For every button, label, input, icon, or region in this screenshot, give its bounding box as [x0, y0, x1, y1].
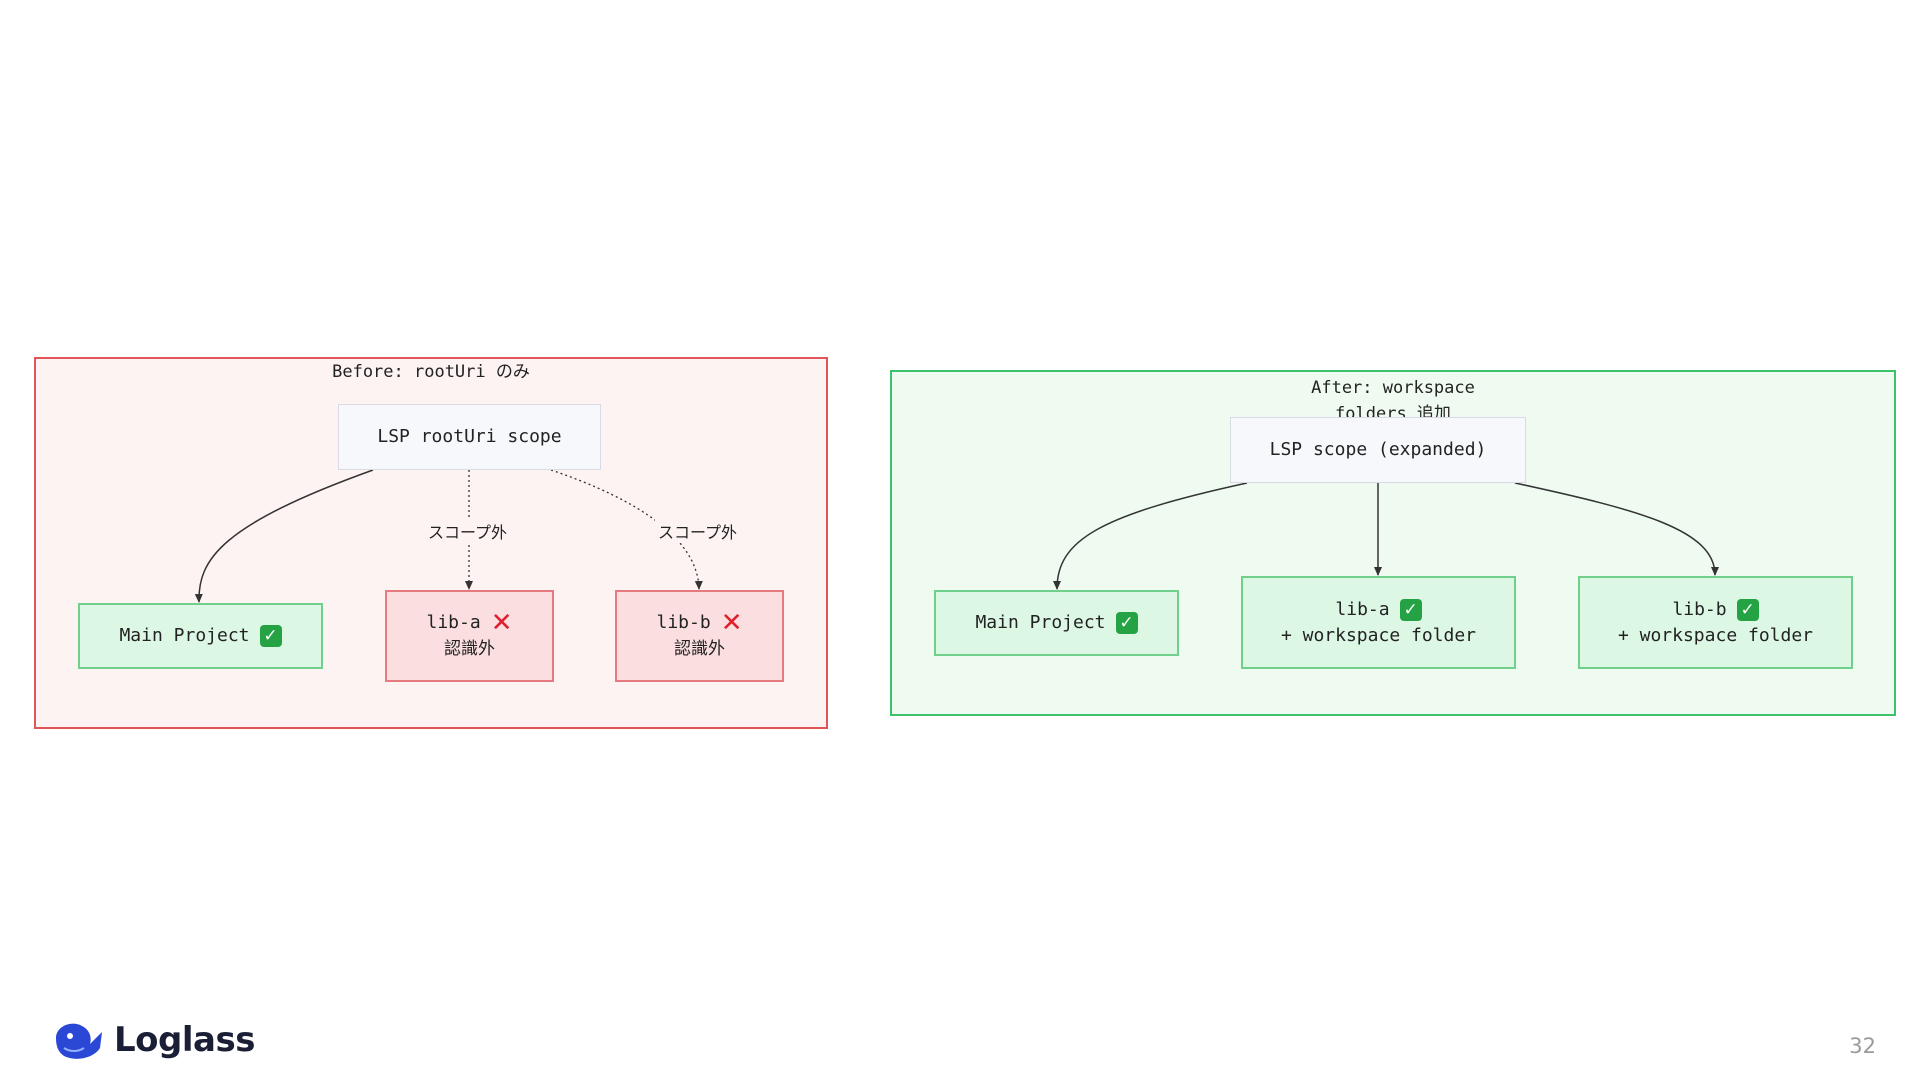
brand-logo: Loglass — [50, 1018, 255, 1062]
before-lib-b-node: lib-b ✕ 認識外 — [615, 590, 784, 682]
before-main-label: Main Project — [119, 625, 250, 646]
check-mark-icon: ✓ — [1736, 598, 1759, 621]
edge-after-main — [1053, 482, 1248, 590]
before-edge-label-lib-b: スコープ外 — [655, 519, 741, 543]
page-number: 32 — [1849, 1034, 1876, 1058]
after-lib-a-label: lib-a — [1335, 598, 1390, 620]
before-main-project-node: Main Project ✓ — [78, 603, 323, 669]
before-lib-b-label: lib-b — [656, 612, 711, 633]
after-scope-label: LSP scope (expanded) — [1269, 439, 1487, 460]
after-lib-b-label: lib-b — [1672, 598, 1727, 620]
check-mark-icon: ✓ — [1115, 612, 1138, 634]
after-scope-node: LSP scope (expanded) — [1230, 417, 1526, 483]
check-mark-icon: ✓ — [259, 625, 282, 647]
after-lib-a-node: lib-a ✓ + workspace folder — [1241, 576, 1516, 669]
after-main-label: Main Project — [975, 612, 1106, 633]
before-lib-a-node: lib-a ✕ 認識外 — [385, 590, 554, 682]
edge-before-main — [194, 469, 374, 603]
after-lib-b-node: lib-b ✓ + workspace folder — [1578, 576, 1853, 669]
before-lib-a-label: lib-a — [426, 612, 481, 633]
check-mark-icon: ✓ — [1399, 598, 1422, 621]
after-lib-a-detail: + workspace folder — [1280, 624, 1477, 646]
cross-mark-icon: ✕ — [490, 608, 513, 638]
before-lib-a-status: 認識外 — [444, 639, 495, 659]
before-scope-label: LSP rootUri scope — [377, 426, 562, 447]
after-lib-b-detail: + workspace folder — [1617, 624, 1814, 646]
before-lib-b-status: 認識外 — [674, 639, 725, 659]
edge-after-lib-b — [1514, 482, 1719, 576]
before-scope-node: LSP rootUri scope — [338, 404, 601, 470]
before-title: Before: rootUri のみ — [332, 362, 530, 382]
before-edge-label-lib-a: スコープ外 — [425, 519, 511, 543]
brand-name: Loglass — [114, 1020, 255, 1060]
after-main-project-node: Main Project ✓ — [934, 590, 1179, 656]
cross-mark-icon: ✕ — [720, 608, 743, 638]
whale-logo-icon — [56, 1023, 102, 1059]
